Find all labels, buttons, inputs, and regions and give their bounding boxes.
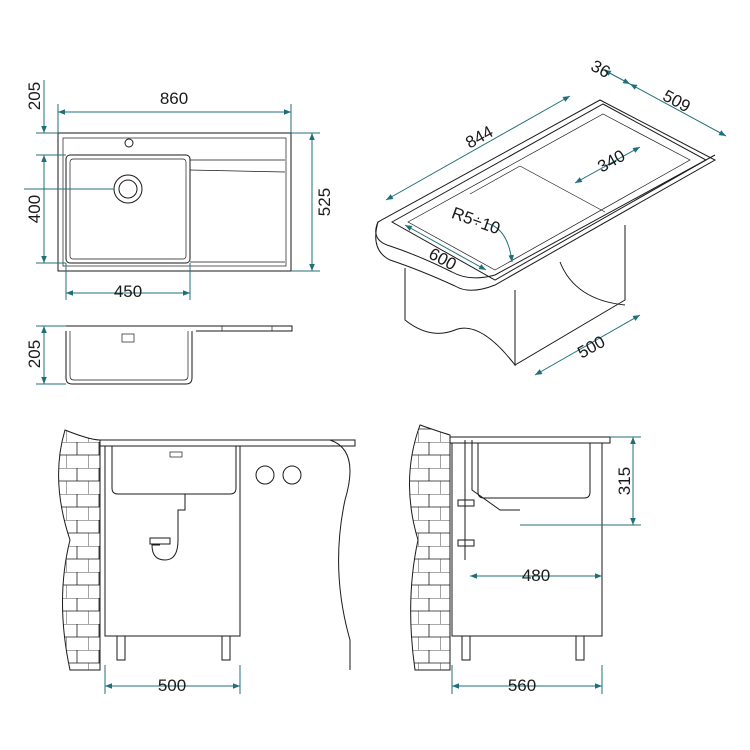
tap-hole (124, 138, 134, 148)
leg-left-2 (461, 635, 471, 661)
pipe-nut-2 (457, 539, 475, 547)
dim-509: 509 (660, 86, 694, 116)
bowl-section (477, 443, 591, 499)
counter-line (58, 325, 293, 332)
countertop-slab (375, 99, 717, 291)
overflow-slot (121, 333, 135, 343)
countertop (99, 439, 356, 447)
clips (221, 326, 273, 331)
bowl-inner (69, 158, 187, 260)
dim-340: 340 (594, 146, 628, 176)
brick-wall (58, 429, 101, 671)
siphon (151, 493, 186, 561)
dim-500-front: 500 (158, 676, 186, 695)
siphon-nut (149, 537, 171, 545)
dim-480: 480 (522, 566, 550, 585)
cabinet-front (104, 445, 241, 637)
drain-inner (118, 179, 138, 199)
sink-outline (57, 132, 292, 272)
dim-600: 600 (426, 244, 460, 274)
dim-315: 315 (615, 467, 634, 495)
section-view: 315 480 560 (408, 424, 641, 695)
overflow (169, 451, 183, 458)
dim-line-844 (385, 95, 571, 201)
bowl-edge (469, 165, 606, 213)
dim-line-509 (629, 83, 727, 137)
bowl-profile (65, 331, 193, 385)
dim-860: 860 (160, 89, 188, 108)
drain-outer (113, 174, 143, 204)
radius-leader (485, 222, 514, 263)
leg-left (116, 635, 126, 661)
hole-right (282, 465, 302, 485)
dim-205-top: 205 (25, 82, 44, 110)
dim-line-500-iso (534, 314, 641, 376)
hole-left (255, 465, 275, 485)
dim-line-600 (404, 224, 487, 271)
side-view: 205 (25, 325, 293, 385)
bowl-front (111, 446, 237, 495)
pipe-nut (457, 499, 475, 507)
dim-525: 525 (315, 188, 334, 216)
leg-right (221, 635, 231, 661)
bowl-outline (65, 154, 191, 264)
dim-line-36 (603, 69, 631, 85)
sink-inner-rim (62, 137, 287, 267)
dim-560: 560 (508, 676, 536, 695)
dim-450: 450 (114, 282, 142, 301)
wall-right (329, 439, 351, 670)
dim-844: 844 (462, 122, 496, 152)
dim-205-side: 205 (25, 340, 44, 368)
dim-radius: R5÷10 (449, 203, 502, 238)
dim-400: 400 (25, 195, 44, 223)
bowl-inner-profile (69, 331, 189, 381)
iso-view: 844 36 509 340 R5÷10 600 500 (375, 56, 727, 376)
countertop-2 (449, 436, 611, 444)
front-view: 500 (58, 429, 356, 695)
drainer-grooves (189, 159, 286, 263)
leg-right-2 (575, 635, 585, 661)
brick-wall-2 (408, 424, 451, 671)
cabinet-wave (559, 261, 626, 306)
top-view: 860 525 205 400 450 (24, 80, 334, 301)
dim-36: 36 (588, 56, 614, 82)
dim-line-340 (574, 146, 641, 184)
